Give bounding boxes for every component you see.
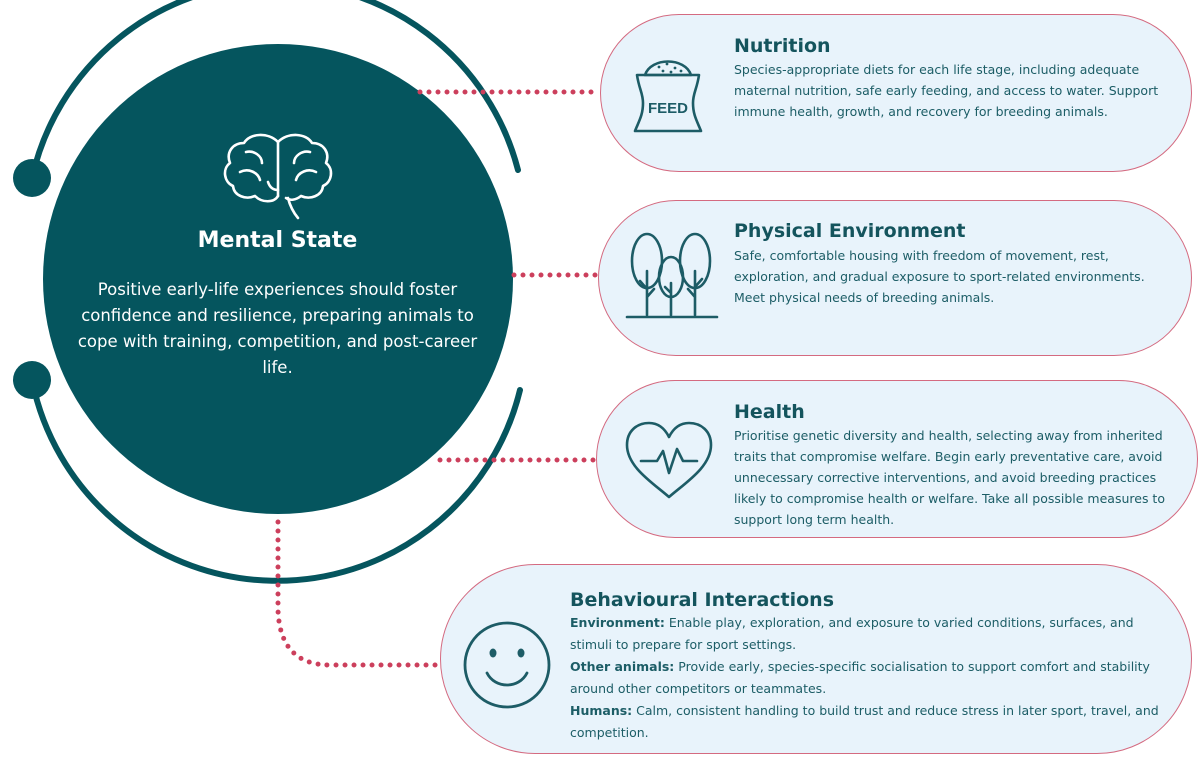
brain-icon [223,133,333,220]
nutrition-description: Species-appropriate diets for each life … [734,62,1159,119]
feed-bag-icon: FEED [633,60,703,133]
orbit-arc-lower [29,377,523,584]
hub-description: Positive early-life experiences should f… [77,280,478,377]
hub-title: Mental State [197,228,358,253]
behaviour-item-humans: Humans: Calm, consistent handling to bui… [570,700,1162,744]
nutrition-card: FEED Nutrition Species-appropriate diets… [600,14,1192,172]
hub-circle [43,44,513,514]
nutrition-title: Nutrition [734,35,831,57]
behaviour-item-label: Other animals: [570,659,675,674]
environment-title: Physical Environment [734,220,966,242]
smiley-face-icon [463,621,551,709]
connectors [275,89,603,668]
behaviour-item-text: Provide early, species-specific socialis… [570,659,1150,696]
behaviour-item-other-animals: Other animals: Provide early, species-sp… [570,656,1162,700]
behaviour-item-label: Humans: [570,703,633,718]
behaviour-item-label: Environment: [570,615,665,630]
behaviour-item-text: Enable play, exploration, and exposure t… [570,615,1134,652]
health-description: Prioritise genetic diversity and health,… [734,428,1165,527]
environment-description: Safe, comfortable housing with freedom o… [734,248,1145,305]
behaviour-description: Environment: Enable play, exploration, a… [570,612,1162,744]
behaviour-item-environment: Environment: Enable play, exploration, a… [570,612,1162,656]
connector-behaviour [275,519,439,668]
behaviour-card: Behavioural Interactions Environment: En… [440,564,1192,754]
trees-icon [625,232,719,319]
behaviour-title: Behavioural Interactions [570,589,835,611]
heart-pulse-icon [625,421,713,499]
environment-card: Physical Environment Safe, comfortable h… [598,200,1192,356]
feed-icon-label: FEED [648,100,688,117]
orbit-knob-lower [13,361,51,399]
health-title: Health [734,401,805,423]
behaviour-item-text: Calm, consistent handling to build trust… [570,703,1159,740]
orbit-knob-upper [13,159,51,197]
orbit-arc-upper [29,0,521,181]
health-card: Health Prioritise genetic diversity and … [596,380,1198,538]
